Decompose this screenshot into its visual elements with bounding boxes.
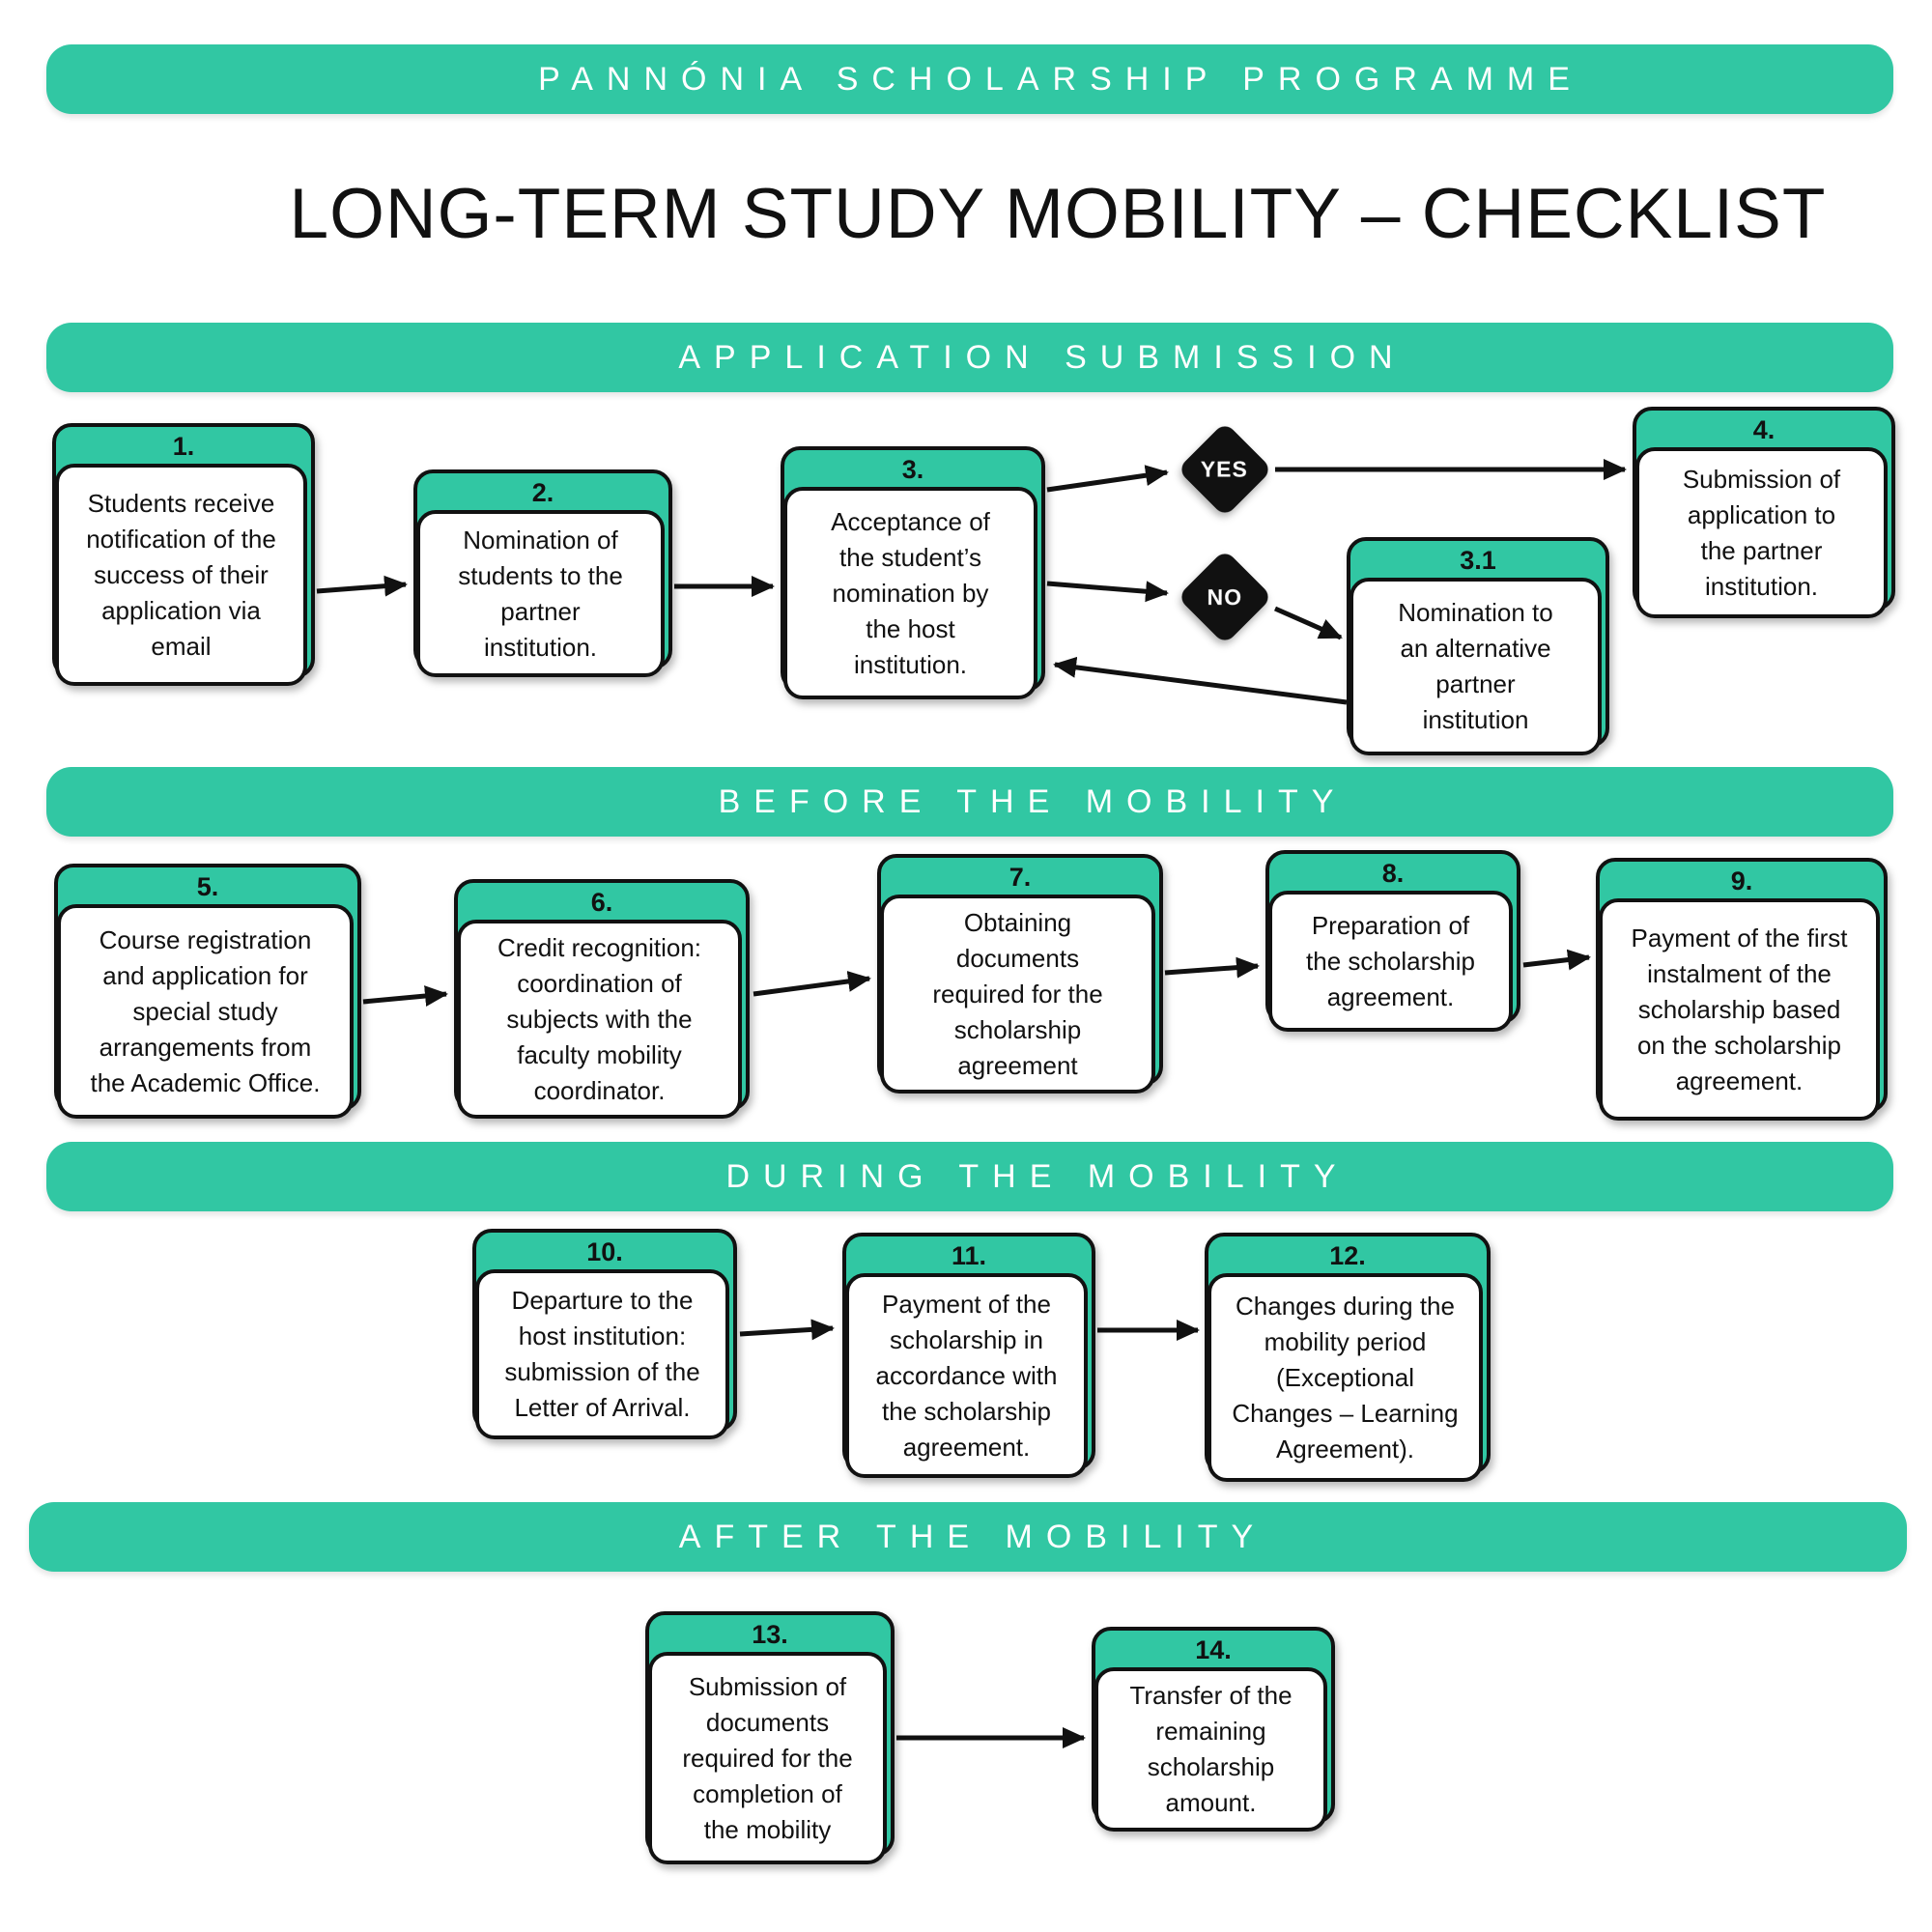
arrow-step6-step7: [753, 971, 871, 997]
step-11-number: 11.: [951, 1241, 987, 1270]
step-3-1-body: Nomination to an alternative partner ins…: [1350, 578, 1602, 755]
step-10-number: 10.: [586, 1237, 623, 1266]
step-13-body: Submission of documents required for the…: [648, 1652, 887, 1864]
step-5-text: Course registration and application for …: [90, 924, 321, 1097]
step-7-text: Obtaining documents required for the sch…: [932, 907, 1103, 1080]
step-13-number: 13.: [752, 1620, 788, 1649]
step-9-number: 9.: [1730, 867, 1753, 895]
step-3-number: 3.: [901, 455, 924, 484]
section-banner-label: BEFORE THE MOBILITY: [718, 782, 1348, 820]
arrow-step1-step2: [316, 575, 408, 597]
step-2-body: Nomination of students to the partner in…: [416, 510, 665, 677]
step-box-9: 9. Payment of the first instalment of th…: [1596, 858, 1888, 1121]
step-box-5: 5. Course registration and application f…: [54, 864, 361, 1119]
arrow-step3-yes: [1046, 465, 1169, 493]
step-6-body: Credit recognition: coordination of subj…: [457, 920, 742, 1119]
step-3-1-number: 3.1: [1460, 546, 1496, 575]
step-12-body: Changes during the mobility period (Exce…: [1208, 1273, 1483, 1482]
section-banner-label: DURING THE MOBILITY: [725, 1157, 1350, 1195]
step-box-14: 14. Transfer of the remaining scholarshi…: [1092, 1627, 1335, 1832]
step-1-number: 1.: [172, 432, 195, 461]
step-9-body: Payment of the first instalment of the s…: [1599, 898, 1880, 1121]
decision-no: NO: [1177, 549, 1273, 645]
step-4-number: 4.: [1752, 415, 1776, 444]
step-box-2: 2. Nomination of students to the partner…: [413, 469, 672, 677]
section-banner-during-the-mobility: DURING THE MOBILITY: [46, 1142, 1893, 1211]
step-5-number: 5.: [196, 872, 219, 901]
arrow-step3-no: [1046, 581, 1169, 603]
section-banner-before-the-mobility: BEFORE THE MOBILITY: [46, 767, 1893, 837]
step-6-number: 6.: [590, 888, 613, 917]
step-4-text: Submission of application to the partner…: [1682, 464, 1841, 601]
step-box-3-1: 3.1 Nomination to an alternative partner…: [1347, 537, 1609, 755]
step-box-13: 13. Submission of documents required for…: [645, 1611, 895, 1864]
step-14-text: Transfer of the remaining scholarship am…: [1129, 1681, 1293, 1817]
step-box-10: 10. Departure to the host institution: s…: [472, 1229, 737, 1439]
section-banner-application-submission: APPLICATION SUBMISSION: [46, 323, 1893, 392]
step-6-text: Credit recognition: coordination of subj…: [497, 932, 701, 1105]
step-2-number: 2.: [531, 478, 554, 507]
step-8-number: 8.: [1381, 859, 1405, 888]
arrow-step8-step9: [1522, 949, 1591, 971]
page-title: LONG-TERM STUDY MOBILITY – CHECKLIST: [289, 175, 1827, 253]
decision-yes-label: YES: [1201, 456, 1249, 482]
arrow-step7-step8: [1164, 956, 1260, 979]
step-box-12: 12. Changes during the mobility period (…: [1205, 1233, 1491, 1482]
step-8-text: Preparation of the scholarship agreement…: [1306, 910, 1475, 1011]
step-10-body: Departure to the host institution: submi…: [475, 1269, 729, 1439]
step-4-body: Submission of application to the partner…: [1635, 447, 1888, 618]
section-banner-after-the-mobility: AFTER THE MOBILITY: [29, 1502, 1907, 1572]
step-14-number: 14.: [1195, 1635, 1232, 1664]
step-1-text: Students receive notification of the suc…: [86, 488, 276, 661]
step-12-text: Changes during the mobility period (Exce…: [1232, 1291, 1459, 1463]
step-box-11: 11. Payment of the scholarship in accord…: [842, 1233, 1095, 1478]
decision-no-label: NO: [1207, 583, 1243, 610]
step-1-body: Students receive notification of the suc…: [55, 464, 307, 686]
decision-yes: YES: [1177, 421, 1273, 518]
step-box-4: 4. Submission of application to the part…: [1633, 407, 1895, 618]
step-7-number: 7.: [1009, 863, 1032, 892]
step-2-text: Nomination of students to the partner in…: [458, 525, 623, 662]
step-box-6: 6. Credit recognition: coordination of s…: [454, 879, 750, 1119]
step-12-number: 12.: [1329, 1241, 1366, 1270]
arrow-step3-1-step3: [1053, 656, 1348, 705]
step-3-1-text: Nomination to an alternative partner ins…: [1398, 598, 1553, 734]
step-13-text: Submission of documents required for the…: [682, 1671, 853, 1844]
programme-banner: PANNÓNIA SCHOLARSHIP PROGRAMME: [46, 44, 1893, 114]
step-box-7: 7. Obtaining documents required for the …: [877, 854, 1163, 1094]
step-box-3: 3. Acceptance of the student’s nominatio…: [781, 446, 1045, 699]
step-7-body: Obtaining documents required for the sch…: [880, 895, 1155, 1094]
step-10-text: Departure to the host institution: submi…: [504, 1286, 700, 1422]
arrow-no-step3-1: [1273, 606, 1343, 640]
section-banner-label: APPLICATION SUBMISSION: [678, 338, 1406, 376]
step-3-body: Acceptance of the student’s nomination b…: [783, 487, 1037, 699]
arrow-step5-step6: [362, 985, 448, 1007]
step-5-body: Course registration and application for …: [57, 904, 354, 1119]
step-11-text: Payment of the scholarship in accordance…: [875, 1289, 1058, 1462]
programme-banner-label: PANNÓNIA SCHOLARSHIP PROGRAMME: [538, 60, 1583, 98]
section-banner-label: AFTER THE MOBILITY: [678, 1518, 1267, 1555]
arrow-step10-step11: [739, 1319, 835, 1341]
step-11-body: Payment of the scholarship in accordance…: [845, 1273, 1088, 1478]
step-8-body: Preparation of the scholarship agreement…: [1268, 891, 1513, 1032]
step-box-8: 8. Preparation of the scholarship agreem…: [1265, 850, 1520, 1032]
step-9-text: Payment of the first instalment of the s…: [1631, 923, 1848, 1095]
step-box-1: 1. Students receive notification of the …: [52, 423, 315, 686]
step-14-body: Transfer of the remaining scholarship am…: [1094, 1667, 1327, 1832]
step-3-text: Acceptance of the student’s nomination b…: [831, 506, 990, 679]
